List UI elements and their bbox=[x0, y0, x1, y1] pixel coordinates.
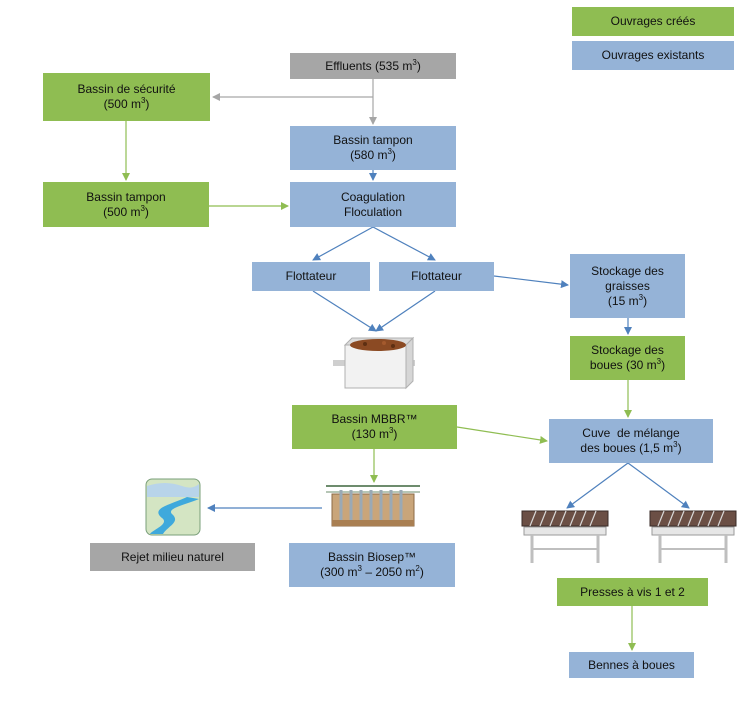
node-cuve-melange-tail: ) bbox=[677, 441, 682, 455]
node-stockage-graisses-line1: Stockage des bbox=[591, 263, 664, 278]
node-stockage-graisses-line3: (15 m3) bbox=[607, 292, 648, 309]
node-effluents-text: Effluents (535 m bbox=[325, 58, 413, 73]
node-stockage-boues-sup: 3 bbox=[656, 357, 662, 366]
node-effluents-tail: ) bbox=[416, 58, 421, 73]
arrow-coagulation-to-flottateur2 bbox=[372, 226, 436, 261]
node-bassin-biosep-mid: – 2050 m bbox=[361, 565, 416, 579]
node-cuve-melange: Cuve de mélange des boues (1,5 m3) bbox=[549, 419, 713, 463]
node-bassin-mbbr-line1: Bassin MBBR™ bbox=[331, 412, 418, 426]
container-tank-icon bbox=[333, 336, 415, 390]
node-bassin-mbbr-sup: 3 bbox=[388, 426, 394, 435]
node-stockage-graisses-text: (15 m bbox=[607, 293, 639, 308]
node-bassin-biosep-sup-b: 2 bbox=[415, 564, 420, 573]
node-bassin-biosep-sup-a: 3 bbox=[357, 564, 362, 573]
node-bassin-biosep-line2: (300 m3 – 2050 m2) bbox=[320, 565, 424, 580]
arrow-coagulation-to-flottateur1 bbox=[312, 226, 374, 261]
screw-press-icon bbox=[521, 510, 609, 563]
node-coagulation-line1: Coagulation bbox=[340, 189, 406, 204]
node-stockage-boues-tail: ) bbox=[661, 358, 666, 372]
node-flottateur-2: Flottateur bbox=[379, 262, 494, 291]
node-bassin-tampon-500-sup: 3 bbox=[140, 203, 145, 213]
node-stockage-boues: Stockage des boues (30 m3) bbox=[570, 336, 685, 380]
node-bassin-mbbr-line2: (130 m3) bbox=[352, 427, 398, 442]
node-bassin-mbbr-text: (130 m bbox=[351, 427, 389, 441]
node-effluents-line1: Effluents (535 m3) bbox=[325, 57, 421, 74]
node-bassin-biosep-tail: ) bbox=[419, 565, 424, 579]
node-stockage-boues-line1: Stockage des bbox=[591, 343, 664, 357]
node-bassin-tampon-580-sup: 3 bbox=[387, 147, 392, 156]
node-bennes-label: Bennes à boues bbox=[588, 657, 675, 672]
node-rejet-milieu-naturel: Rejet milieu naturel bbox=[90, 543, 255, 571]
legend-created: Ouvrages créés bbox=[572, 7, 734, 36]
node-cuve-melange-line1: Cuve de mélange bbox=[582, 426, 680, 440]
node-stockage-boues-text: boues (30 m bbox=[589, 358, 657, 372]
node-stockage-graisses: Stockage des graisses (15 m3) bbox=[570, 254, 685, 318]
node-bennes-a-boues: Bennes à boues bbox=[569, 652, 694, 678]
node-bassin-tampon-500-line2: (500 m3) bbox=[103, 203, 149, 220]
legend-created-label: Ouvrages créés bbox=[610, 14, 696, 28]
node-stockage-boues-line2: boues (30 m3) bbox=[590, 358, 665, 373]
node-bassin-securite-tail: ) bbox=[145, 97, 150, 111]
node-bassin-securite-line2: (500 m3) bbox=[104, 97, 150, 112]
node-bassin-tampon-580-tail: ) bbox=[391, 148, 396, 162]
node-effluents: Effluents (535 m3) bbox=[290, 53, 456, 79]
arrow-flottateur2-to-tank bbox=[375, 290, 436, 332]
node-bassin-mbbr: Bassin MBBR™ (130 m3) bbox=[292, 405, 457, 449]
node-flottateur-2-label: Flottateur bbox=[411, 269, 462, 283]
node-bassin-tampon-500: Bassin tampon (500 m3) bbox=[43, 182, 209, 227]
node-bassin-biosep: Bassin Biosep™ (300 m3 – 2050 m2) bbox=[289, 543, 455, 587]
arrow-cuve-to-press2 bbox=[627, 462, 690, 509]
node-bassin-tampon-500-line1: Bassin tampon bbox=[86, 189, 166, 204]
node-coagulation-floculation: Coagulation Floculation bbox=[290, 182, 456, 227]
node-bassin-biosep-text: (300 m bbox=[320, 565, 358, 579]
node-stockage-graisses-tail: ) bbox=[643, 293, 648, 308]
node-flottateur-1: Flottateur bbox=[252, 262, 370, 291]
node-cuve-melange-text: des boues (1,5 m bbox=[580, 441, 674, 455]
node-bassin-mbbr-tail: ) bbox=[393, 427, 398, 441]
node-bassin-tampon-500-text: (500 m bbox=[103, 204, 141, 219]
legend-existing: Ouvrages existants bbox=[572, 41, 734, 70]
node-coagulation-line2: Floculation bbox=[343, 204, 403, 219]
node-bassin-securite-sup: 3 bbox=[140, 96, 146, 105]
arrow-flottateur1-to-tank bbox=[312, 290, 377, 332]
node-flottateur-1-label: Flottateur bbox=[285, 269, 337, 283]
node-rejet-label: Rejet milieu naturel bbox=[121, 549, 224, 564]
node-bassin-tampon-580: Bassin tampon (580 m3) bbox=[290, 126, 456, 170]
node-stockage-graisses-line2: graisses bbox=[605, 278, 650, 293]
node-cuve-melange-sup: 3 bbox=[673, 440, 678, 449]
legend-existing-label: Ouvrages existants bbox=[601, 48, 705, 62]
node-bassin-tampon-500-tail: ) bbox=[144, 204, 149, 219]
arrow-flottateur2-to-graisses bbox=[493, 275, 569, 289]
node-presses-a-vis: Presses à vis 1 et 2 bbox=[557, 578, 708, 606]
node-bassin-securite: Bassin de sécurité (500 m3) bbox=[43, 73, 210, 121]
node-bassin-tampon-580-text: (580 m bbox=[350, 148, 388, 162]
screw-press-icon bbox=[649, 510, 737, 563]
node-bassin-tampon-580-line2: (580 m3) bbox=[350, 148, 396, 163]
arrow-cuve-to-press1 bbox=[566, 462, 629, 509]
node-cuve-melange-line2: des boues (1,5 m3) bbox=[580, 441, 681, 456]
node-bassin-securite-line1: Bassin de sécurité bbox=[77, 82, 176, 96]
node-bassin-biosep-line1: Bassin Biosep™ bbox=[327, 550, 417, 564]
node-presses-label: Presses à vis 1 et 2 bbox=[580, 584, 685, 599]
node-bassin-tampon-580-line1: Bassin tampon bbox=[333, 133, 413, 147]
river-landscape-icon bbox=[145, 478, 201, 536]
node-stockage-graisses-sup: 3 bbox=[638, 292, 644, 302]
node-effluents-sup: 3 bbox=[412, 57, 417, 67]
bioreactor-tank-icon bbox=[326, 485, 420, 527]
node-bassin-securite-text: (500 m bbox=[103, 97, 141, 111]
arrow-mbbr-to-cuve bbox=[456, 426, 548, 444]
